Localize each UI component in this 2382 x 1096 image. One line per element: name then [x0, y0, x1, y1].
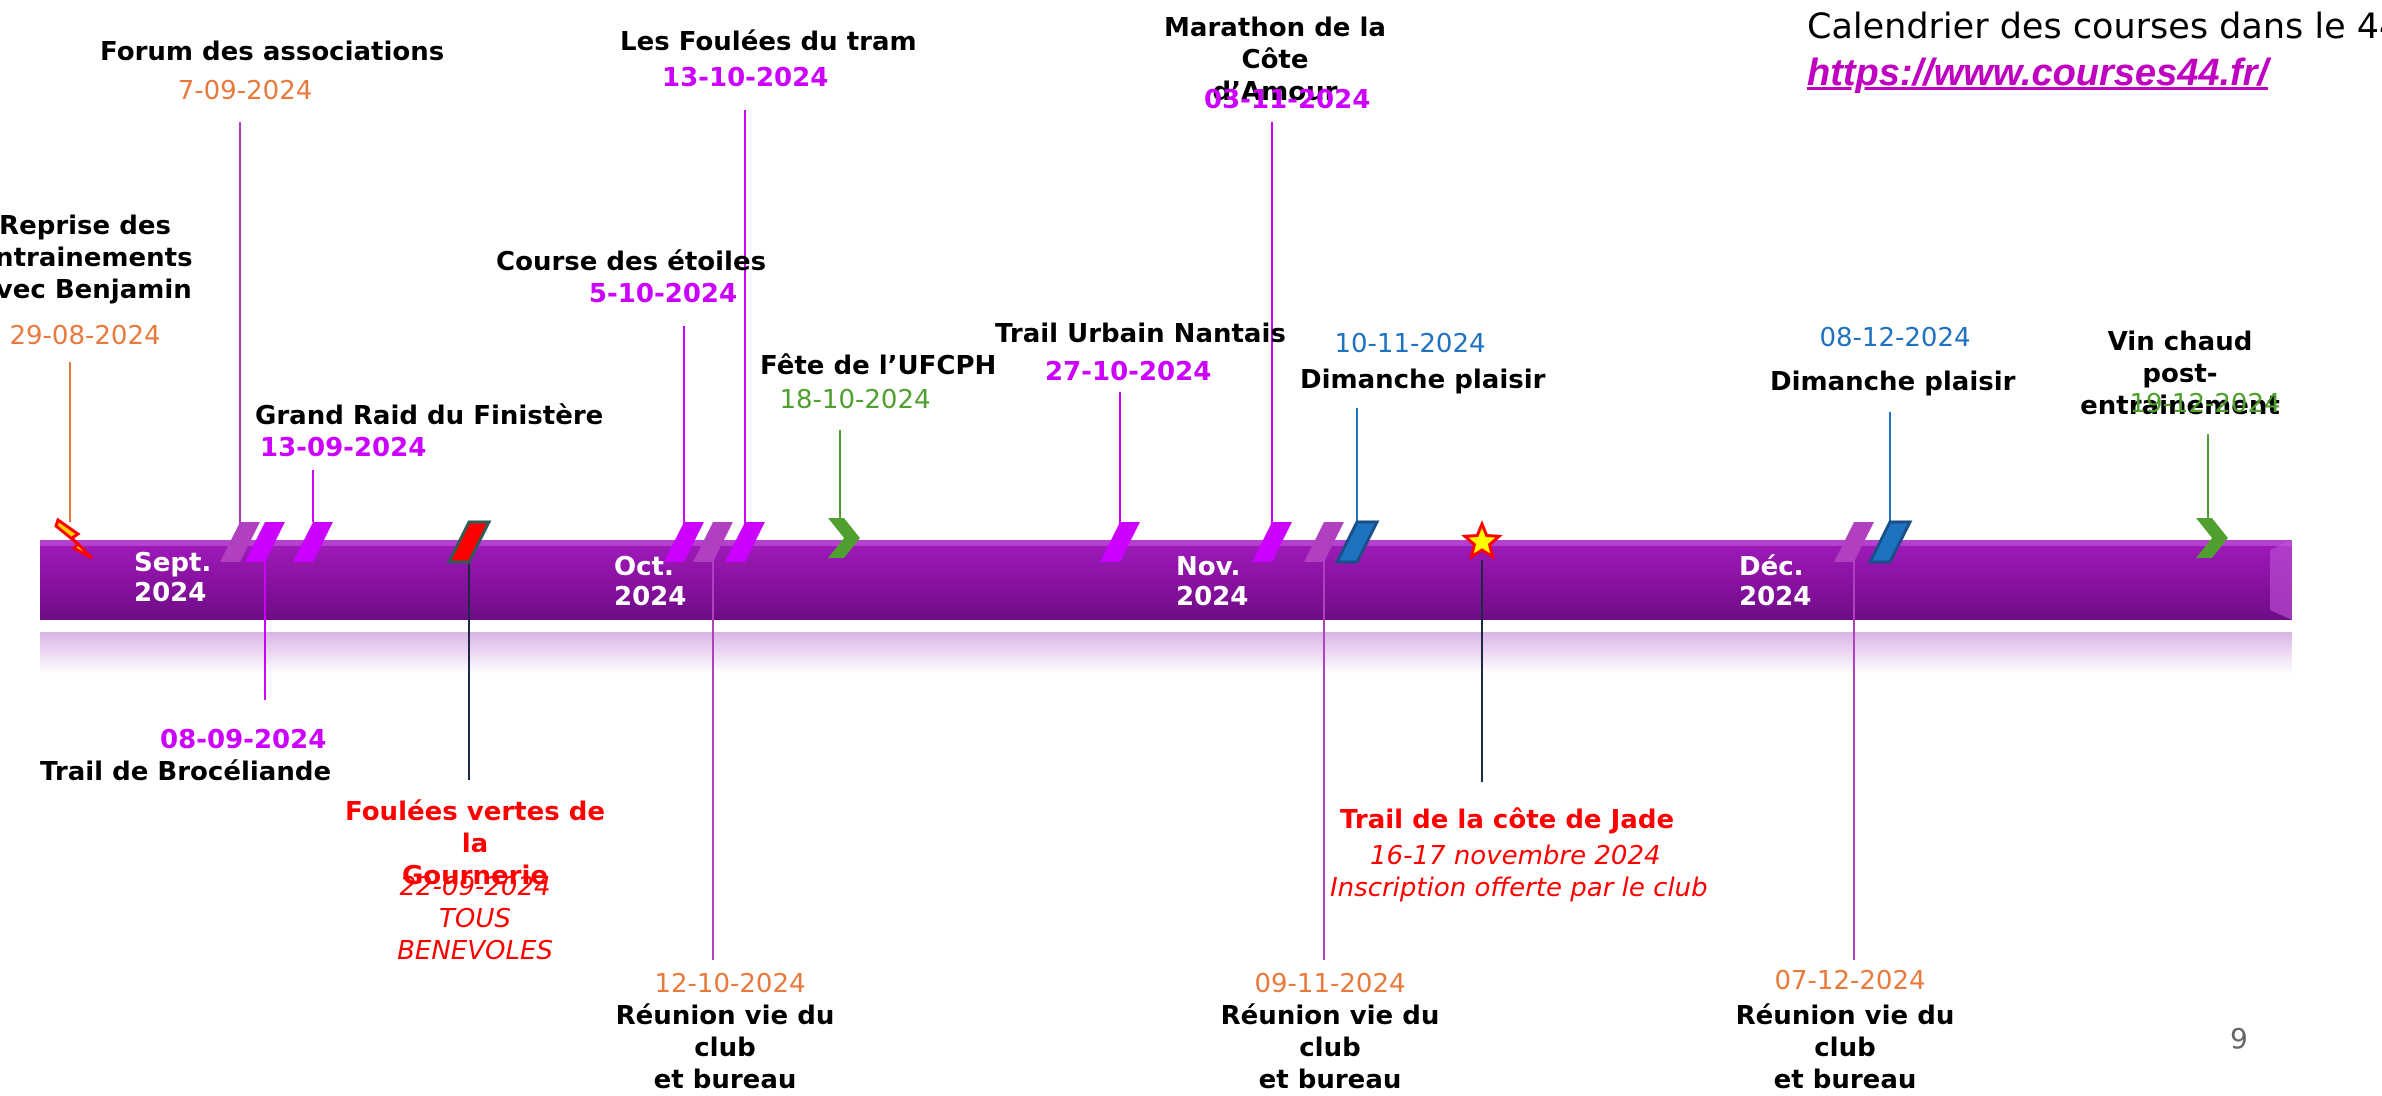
blue-flag-icon [1334, 520, 1380, 564]
event-title-reunion-nov: Réunion vie du club et bureau [1220, 1001, 1440, 1095]
green-chevron-icon [828, 518, 860, 558]
event-title-broceliande: Trail de Brocéliande [40, 757, 332, 787]
event-title-vin-chaud: Vin chaud post-entrainement [2080, 327, 2280, 421]
event-title-dimanche-dec: Dimanche plaisir [1770, 367, 2016, 397]
violet-flag-icon [1304, 522, 1344, 562]
timeline-bar [40, 540, 2292, 620]
month-label-oct: Oct. 2024 [614, 552, 686, 612]
event-date-fete-ufcph: 18-10-2024 [779, 385, 931, 415]
month-name: Oct. [614, 552, 674, 582]
month-label-dec: Déc. 2024 [1739, 552, 1811, 612]
timeline-bar-bevel [2270, 540, 2292, 620]
event-title-reprise: Reprise des entrainements avec Benjamin [0, 211, 193, 305]
event-date-marathon: 03-11-2024 [1204, 85, 1371, 115]
event-date-dimanche-dec: 08-12-2024 [1819, 323, 1971, 353]
magenta-flag-icon [1100, 522, 1140, 562]
event-date-cote-jade: 16-17 novembre 2024 [1370, 841, 1661, 871]
month-name: Nov. [1176, 552, 1241, 582]
event-date-dimanche-nov: 10-11-2024 [1334, 329, 1486, 359]
event-date-trail-urbain: 27-10-2024 [1045, 357, 1212, 387]
event-title-grand-raid: Grand Raid du Finistère [255, 401, 604, 431]
event-title-marathon: Marathon de la Côte d’Amour [1164, 13, 1386, 107]
magenta-flag-icon [664, 522, 704, 562]
month-label-nov: Nov. 2024 [1176, 552, 1248, 612]
timeline-graphic [40, 110, 2292, 960]
event-note-foulees-vertes: TOUS BENEVOLES [397, 904, 553, 966]
violet-flag-icon [1834, 522, 1874, 562]
month-year: 2024 [614, 582, 687, 612]
magenta-flag-icon [1252, 522, 1292, 562]
green-chevron-icon [2196, 518, 2228, 558]
event-date-broceliande: 08-09-2024 [160, 725, 327, 755]
blue-flag-icon [1867, 520, 1913, 564]
event-title-foulees-vertes: Foulées vertes de la Gournerie [344, 797, 606, 891]
event-title-dimanche-nov: Dimanche plaisir [1300, 365, 1546, 395]
event-title-course-etoiles: Course des étoiles [496, 247, 767, 277]
event-title-reunion-oct: Réunion vie du club et bureau [615, 1001, 835, 1095]
star-icon [1461, 520, 1503, 560]
event-date-foulees-tram: 13-10-2024 [662, 63, 829, 93]
calendar-title: Calendrier des courses dans le 44 : [1807, 7, 2382, 47]
courses44-link[interactable]: https://www.courses44.fr/ [1807, 52, 2269, 94]
event-date-reunion-dec: 07-12-2024 [1774, 966, 1926, 996]
month-name: Déc. [1739, 552, 1804, 582]
event-date-foulees-vertes: 22-09-2024 [399, 872, 551, 902]
magenta-flag-icon [245, 522, 285, 562]
violet-flag-icon [693, 522, 733, 562]
event-date-vin-chaud: 19-12-2024 [2129, 389, 2281, 419]
month-name: Sept. [134, 548, 212, 578]
month-year: 2024 [1176, 582, 1249, 612]
lightning-icon [54, 517, 94, 560]
event-note-cote-jade: Inscription offerte par le club [1330, 873, 1708, 903]
page-number: 9 [2230, 1022, 2248, 1055]
event-date-reunion-oct: 12-10-2024 [654, 969, 806, 999]
event-title-reunion-dec: Réunion vie du club et bureau [1735, 1001, 1955, 1095]
month-label-sept: Sept. 2024 [134, 548, 211, 608]
timeline-bar-reflection [40, 632, 2292, 674]
event-title-trail-urbain: Trail Urbain Nantais [995, 319, 1286, 349]
event-date-reprise: 29-08-2024 [9, 321, 161, 351]
event-date-forum: 7-09-2024 [177, 76, 313, 106]
violet-flag-icon [220, 522, 260, 562]
event-title-forum: Forum des associations [100, 37, 445, 67]
timeline-bar-highlight [40, 540, 2292, 546]
magenta-flag-icon [293, 522, 333, 562]
month-year: 2024 [134, 578, 207, 608]
event-date-reunion-nov: 09-11-2024 [1254, 969, 1406, 999]
event-date-grand-raid: 13-09-2024 [260, 433, 427, 463]
month-year: 2024 [1739, 582, 1812, 612]
red-flag-icon [446, 520, 492, 564]
event-title-foulees-tram: Les Foulées du tram [620, 27, 917, 57]
magenta-flag-icon [725, 522, 765, 562]
event-title-cote-jade: Trail de la côte de Jade [1340, 805, 1675, 835]
event-title-fete-ufcph: Fête de l’UFCPH [760, 351, 997, 381]
event-date-course-etoiles: 5-10-2024 [588, 279, 738, 309]
timeline-slide: Calendrier des courses dans le 44 : http… [0, 7, 2382, 1095]
